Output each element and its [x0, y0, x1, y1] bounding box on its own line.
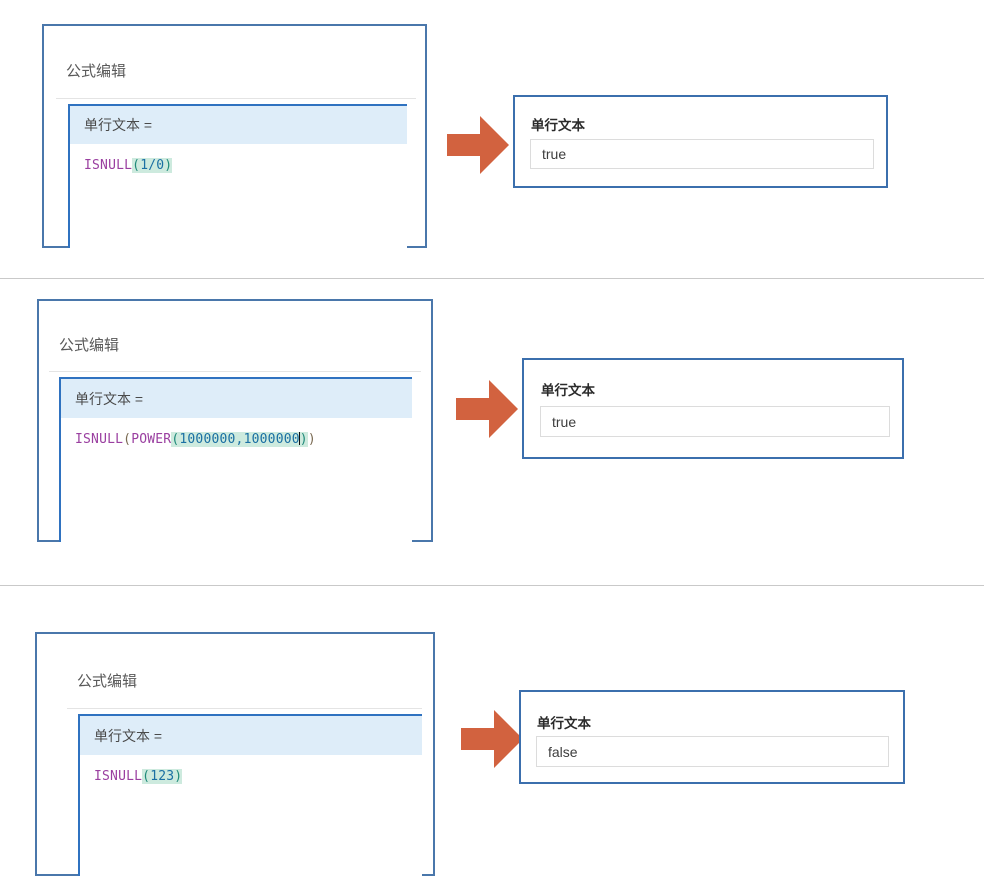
formula-expression[interactable]: ISNULL(123) — [80, 755, 422, 784]
formula-input-box[interactable]: 单行文本 = ISNULL(1/0) — [68, 104, 407, 248]
result-panel: 单行文本 true — [513, 95, 888, 188]
editor-panel-title: 公式编辑 — [59, 337, 120, 354]
formula-editor-panel: 公式编辑 单行文本 = ISNULL(123) — [35, 632, 435, 876]
formula-field-label: 单行文本 = — [94, 727, 163, 744]
formula-token: POWER — [131, 432, 172, 447]
editor-title-divider — [56, 98, 416, 99]
right-arrow-icon — [456, 380, 518, 438]
right-arrow-icon — [447, 116, 509, 174]
result-field-label: 单行文本 — [531, 118, 585, 133]
formula-token: ( — [123, 432, 132, 447]
formula-token: ) — [307, 432, 316, 447]
section-divider-2 — [0, 585, 984, 586]
formula-token: ) — [299, 432, 308, 447]
formula-field-header: 单行文本 = — [80, 716, 422, 755]
formula-editor-panel: 公式编辑 单行文本 = ISNULL(1/0) — [42, 24, 427, 248]
formula-field-label: 单行文本 = — [75, 390, 144, 407]
formula-token: ISNULL — [75, 432, 124, 447]
formula-token: ) — [164, 158, 173, 173]
editor-title-divider — [49, 371, 421, 372]
formula-field-label: 单行文本 = — [84, 117, 153, 133]
result-field-label: 单行文本 — [537, 716, 591, 731]
result-panel: 单行文本 true — [522, 358, 904, 459]
section-divider-1 — [0, 278, 984, 279]
formula-token: ISNULL — [94, 769, 143, 784]
result-panel: 单行文本 false — [519, 690, 905, 784]
result-value-input[interactable]: true — [530, 139, 874, 169]
result-field-label: 单行文本 — [541, 383, 595, 398]
formula-token: ISNULL — [84, 158, 133, 173]
formula-token: 123 — [150, 769, 175, 784]
formula-field-header: 单行文本 = — [61, 379, 412, 418]
formula-input-box[interactable]: 单行文本 = ISNULL(POWER(1000000,1000000)) — [59, 377, 412, 542]
formula-field-header: 单行文本 = — [70, 106, 407, 144]
formula-expression[interactable]: ISNULL(POWER(1000000,1000000)) — [61, 418, 412, 447]
editor-panel-title: 公式编辑 — [77, 673, 138, 690]
editor-title-divider — [67, 708, 422, 709]
result-value-input[interactable]: false — [536, 736, 889, 767]
example-block-1: 公式编辑 单行文本 = ISNULL(1/0) 单行文本 true — [0, 0, 984, 278]
example-block-3: 公式编辑 单行文本 = ISNULL(123) 单行文本 false — [0, 586, 984, 890]
formula-input-box[interactable]: 单行文本 = ISNULL(123) — [78, 714, 422, 876]
editor-panel-title: 公式编辑 — [66, 63, 127, 80]
result-value-input[interactable]: true — [540, 406, 890, 437]
formula-token: ( — [142, 769, 151, 784]
formula-token: ( — [132, 158, 141, 173]
formula-token: ( — [171, 432, 180, 447]
formula-token: ) — [174, 769, 183, 784]
right-arrow-icon — [461, 710, 523, 768]
formula-token: 1/0 — [140, 158, 165, 173]
example-block-2: 公式编辑 单行文本 = ISNULL(POWER(1000000,1000000… — [0, 279, 984, 585]
formula-expression[interactable]: ISNULL(1/0) — [70, 144, 407, 173]
formula-editor-panel: 公式编辑 单行文本 = ISNULL(POWER(1000000,1000000… — [37, 299, 433, 542]
formula-token: 1000000,1000000 — [179, 432, 300, 447]
